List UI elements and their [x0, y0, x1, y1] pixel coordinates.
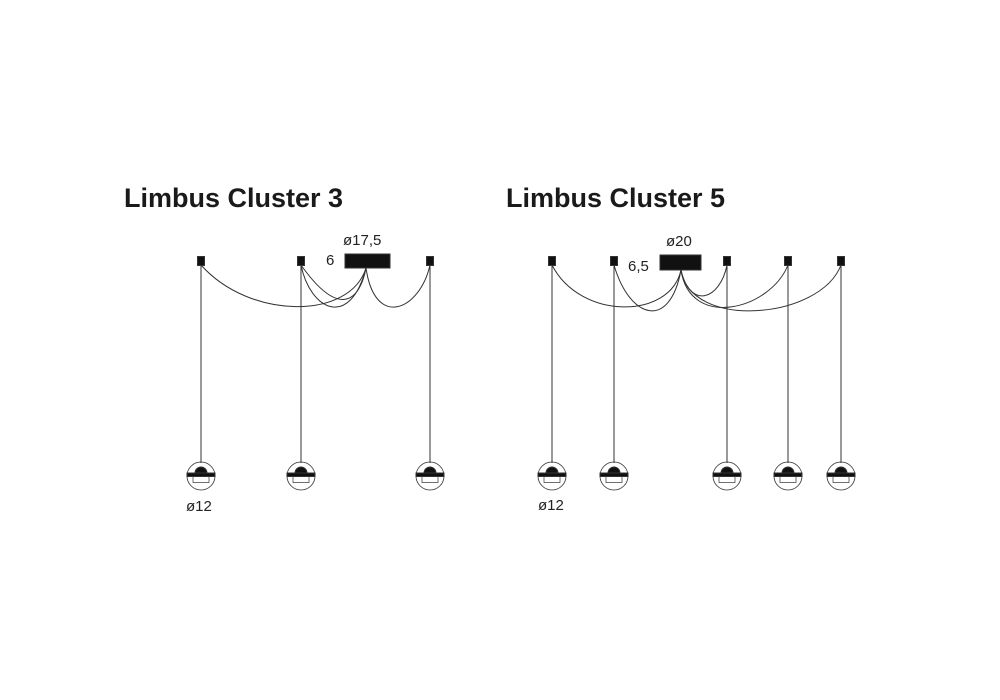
cluster-3 [186, 253, 445, 491]
cluster-5-pendant-diameter: ø12 [538, 497, 564, 514]
canopy [659, 254, 702, 271]
cluster-5 [537, 254, 856, 491]
cluster-5-canopy-height: 6,5 [628, 258, 649, 275]
cluster-3-canopy-height: 6 [326, 252, 335, 269]
hook [197, 256, 205, 266]
cluster-5-canopy-diameter: ø20 [666, 233, 692, 250]
cluster-3-title: Limbus Cluster 3 [124, 183, 344, 213]
cluster-5-title: Limbus Cluster 5 [506, 183, 726, 213]
cluster-3-pendant-diameter: ø12 [186, 498, 212, 515]
cluster-3-canopy-diameter: ø17,5 [343, 232, 382, 249]
pendant-lamp [186, 461, 216, 491]
canopy [344, 253, 391, 269]
